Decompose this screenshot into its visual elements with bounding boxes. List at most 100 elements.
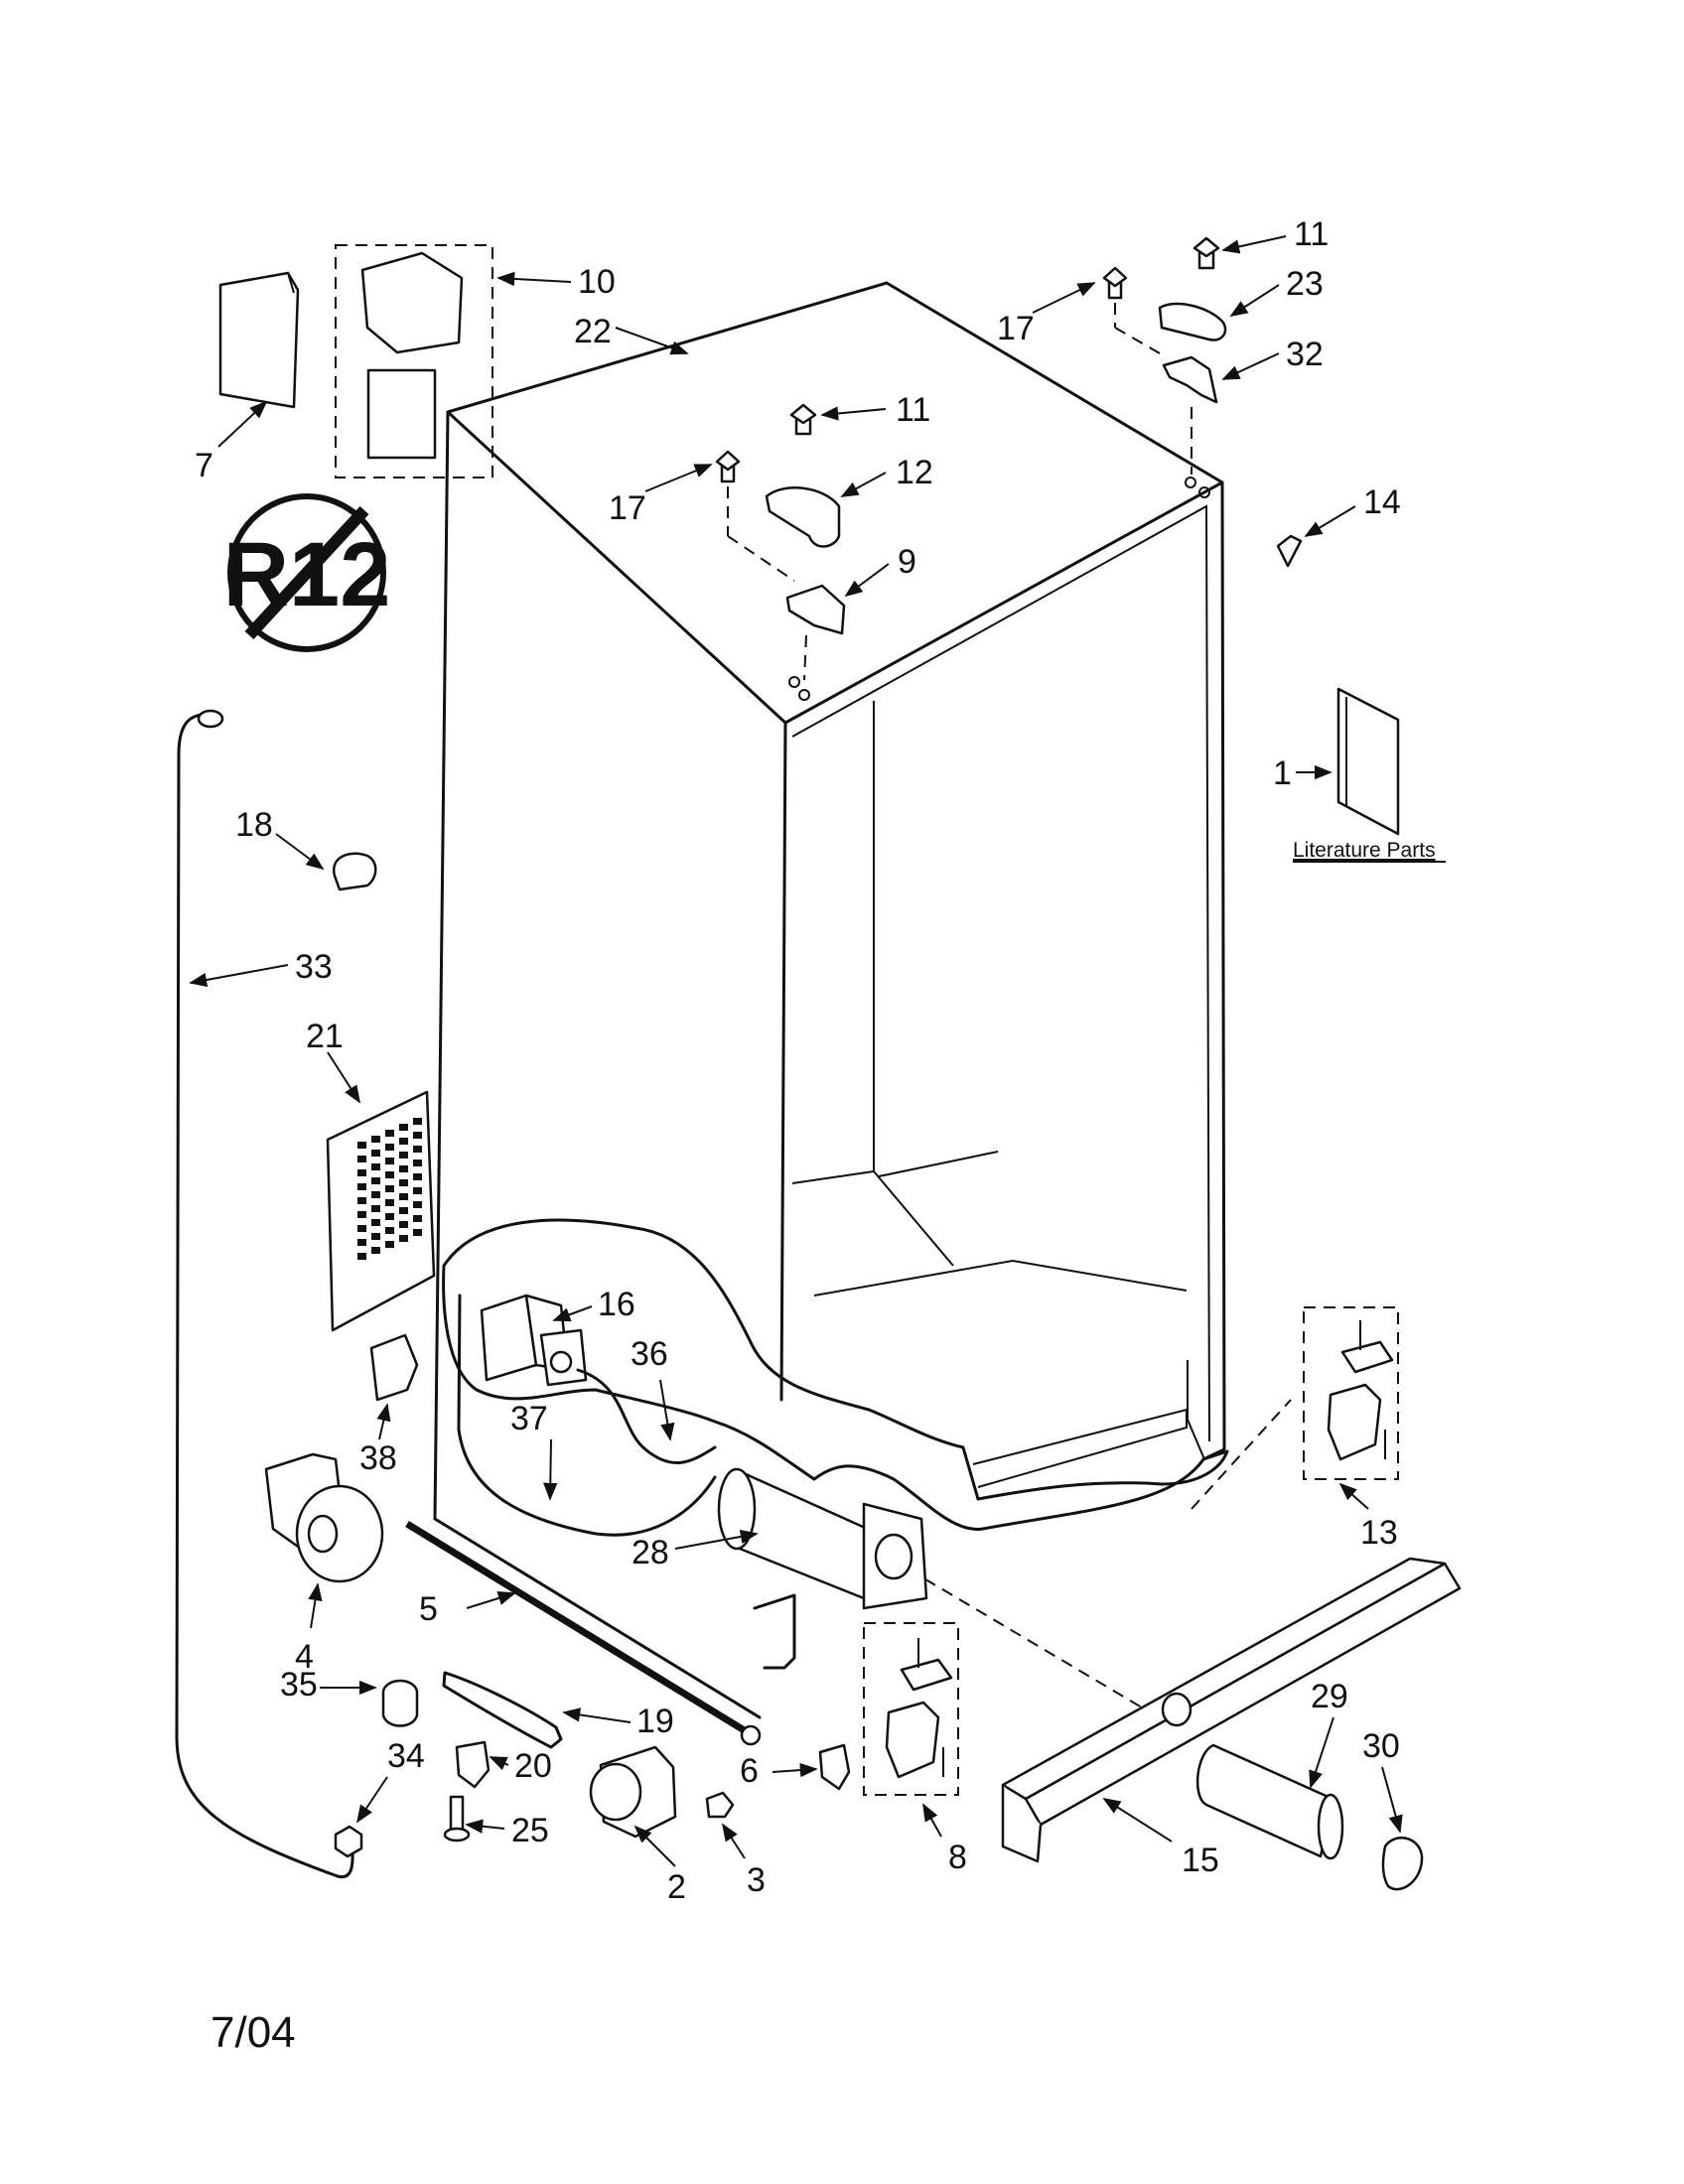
part-label-11-top: 11 [1294,215,1329,253]
leader-6 [772,1762,818,1778]
grille-slot [357,1197,366,1204]
grille-slot [399,1221,408,1228]
part-17-screw-top [1102,266,1128,300]
leader-10 [496,271,572,287]
part-label-25: 25 [511,1812,549,1849]
leader-4 [308,1582,323,1629]
part-label-8: 8 [948,1839,967,1876]
grille-slot [385,1241,394,1248]
part-label-38: 38 [359,1439,397,1477]
grille-slot [413,1160,422,1166]
part-15-base-grille [1001,1557,1462,1863]
grille-slot [371,1150,380,1157]
leader-23 [1229,284,1280,317]
part-25-screw [443,1795,471,1843]
leader-28 [674,1529,759,1550]
part-9-hinge [785,584,846,635]
part-label-22: 22 [574,313,612,350]
grille-slot [385,1213,394,1220]
leader-15 [1102,1798,1173,1843]
part-label-11-mid: 11 [896,391,930,429]
part-label-20: 20 [514,1747,552,1785]
part-34-nut [334,1825,363,1858]
grille-slot [357,1253,366,1260]
part-label-15: 15 [1182,1842,1219,1879]
part-label-9: 9 [898,543,916,581]
part-label-12: 12 [896,454,933,491]
grille-slot [399,1152,408,1159]
grille-slot [385,1171,394,1178]
group-box-8 [863,1622,959,1796]
part-12-hinge-cover [765,486,841,548]
grille-slot [399,1138,408,1145]
part-23-hinge-cover [1158,302,1227,341]
grille-slot [413,1173,422,1180]
part-label-7: 7 [195,447,213,484]
leader-33 [189,964,289,988]
date-code: 7/04 [210,2008,296,2057]
grille-slot [371,1247,380,1254]
grille-slot [413,1118,422,1125]
part-label-33: 33 [295,948,333,986]
part-label-6: 6 [740,1752,759,1790]
cabinet [433,281,1226,1719]
leader-2 [633,1825,676,1867]
leader-17-top [1032,282,1096,314]
part-label-5: 5 [419,1590,438,1628]
leader-11-mid [820,406,887,421]
grille-slot [385,1227,394,1234]
part-32-hinge [1162,355,1218,404]
grille-slot [413,1187,422,1194]
part-37-tubing [457,1294,717,1537]
part-7-cover [218,271,300,409]
grille-slot [399,1193,408,1200]
part-label-21: 21 [306,1018,344,1055]
leader-11-top [1221,235,1287,254]
group-box-10 [335,244,493,478]
leader-36 [659,1379,675,1441]
part-label-1: 1 [1273,754,1292,792]
leader-3 [722,1823,746,1859]
group-box-13 [1303,1306,1399,1480]
part-label-29: 29 [1311,1678,1348,1715]
leader-14 [1304,505,1356,537]
grille-slot [413,1215,422,1222]
part-6-clip [818,1743,851,1791]
part-28-filter-housing [717,1467,928,1610]
part-13-hinge [1327,1320,1394,1461]
grille-slot [371,1219,380,1226]
leader-17-mid [644,464,713,492]
part-label-32: 32 [1286,336,1324,373]
grille-slot [385,1130,394,1137]
part-20-clip [455,1740,491,1789]
part-label-14: 14 [1363,483,1401,521]
part-19-tube [442,1671,563,1749]
base-rail-lower [753,1593,796,1670]
grille-slot [399,1207,408,1214]
leader-21 [327,1051,360,1104]
part-label-3: 3 [747,1861,766,1899]
literature-parts-label: Literature Parts [1293,839,1436,862]
part-label-18: 18 [235,806,273,844]
part-label-28: 28 [632,1534,669,1571]
grille-slot [357,1225,366,1232]
leader-9 [844,563,890,598]
part-35-spacer [381,1679,419,1727]
part-11-screw-top [1193,236,1220,270]
part-label-23: 23 [1286,265,1324,303]
part-label-2: 2 [667,1868,686,1906]
leader-25 [465,1819,505,1834]
leader-13 [1338,1482,1369,1510]
leader-38 [376,1403,391,1440]
leader-37 [543,1438,558,1501]
part-8-hinge [885,1638,953,1779]
part-label-35: 35 [280,1666,318,1704]
part-2-bracket [589,1745,677,1839]
part-38-bracket [369,1333,419,1402]
grille-slot [399,1165,408,1172]
leader-29 [1309,1716,1334,1789]
grille-slot [357,1169,366,1176]
grille-slot [385,1199,394,1206]
part-30-cap [1381,1837,1424,1891]
